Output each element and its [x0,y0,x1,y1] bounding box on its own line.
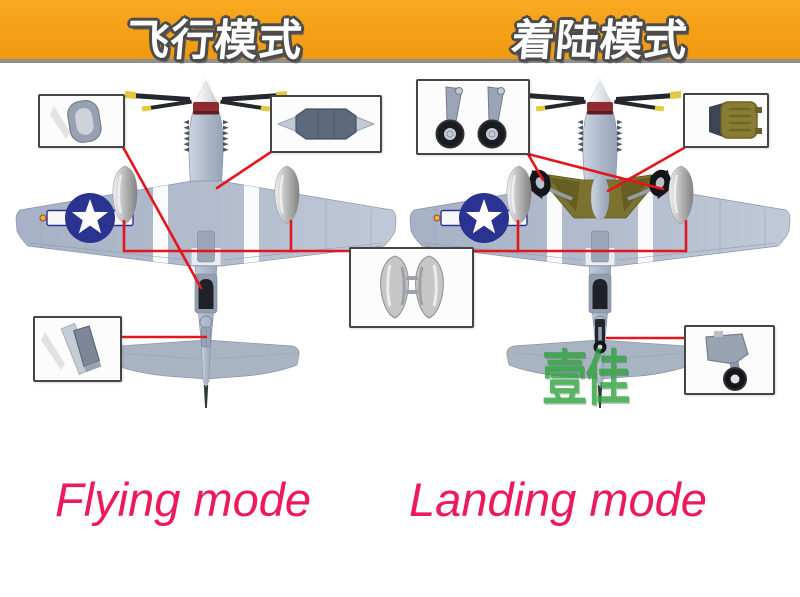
landing-mode-label-en: Landing mode [409,473,707,526]
header-banner: 飞行模式 着陆模式 [0,0,800,65]
callout-drop-tanks [349,247,474,328]
callout-wing-belly-cover [270,95,382,153]
tail-wheel-deployed [593,319,607,354]
callout-main-landing-gear [416,79,530,155]
flying-mode-label-en: Flying mode [55,473,311,526]
callout-tail-gear-door-closed [33,316,122,382]
tail-gear-door-closed-icon [41,322,102,376]
callout-tail-wheel [684,325,775,395]
main-landing-gear-deployed [529,169,671,221]
wing-belly-cover-icon [276,108,376,140]
callout-main-gear-door-closed [38,94,125,148]
callout-gear-bay-insert [683,93,769,148]
airplane-landing-mode [410,76,790,408]
drop-fuel-tanks-icon [380,255,444,319]
main-landing-gear-wheels-icon [435,86,507,149]
gear-bay-insert-icon [709,101,762,139]
main-gear-door-closed-icon [50,100,102,143]
watermark-text: 壹佳 [542,345,630,413]
tail-wheel-assembly-icon [705,331,749,391]
callout-lines [120,145,688,340]
